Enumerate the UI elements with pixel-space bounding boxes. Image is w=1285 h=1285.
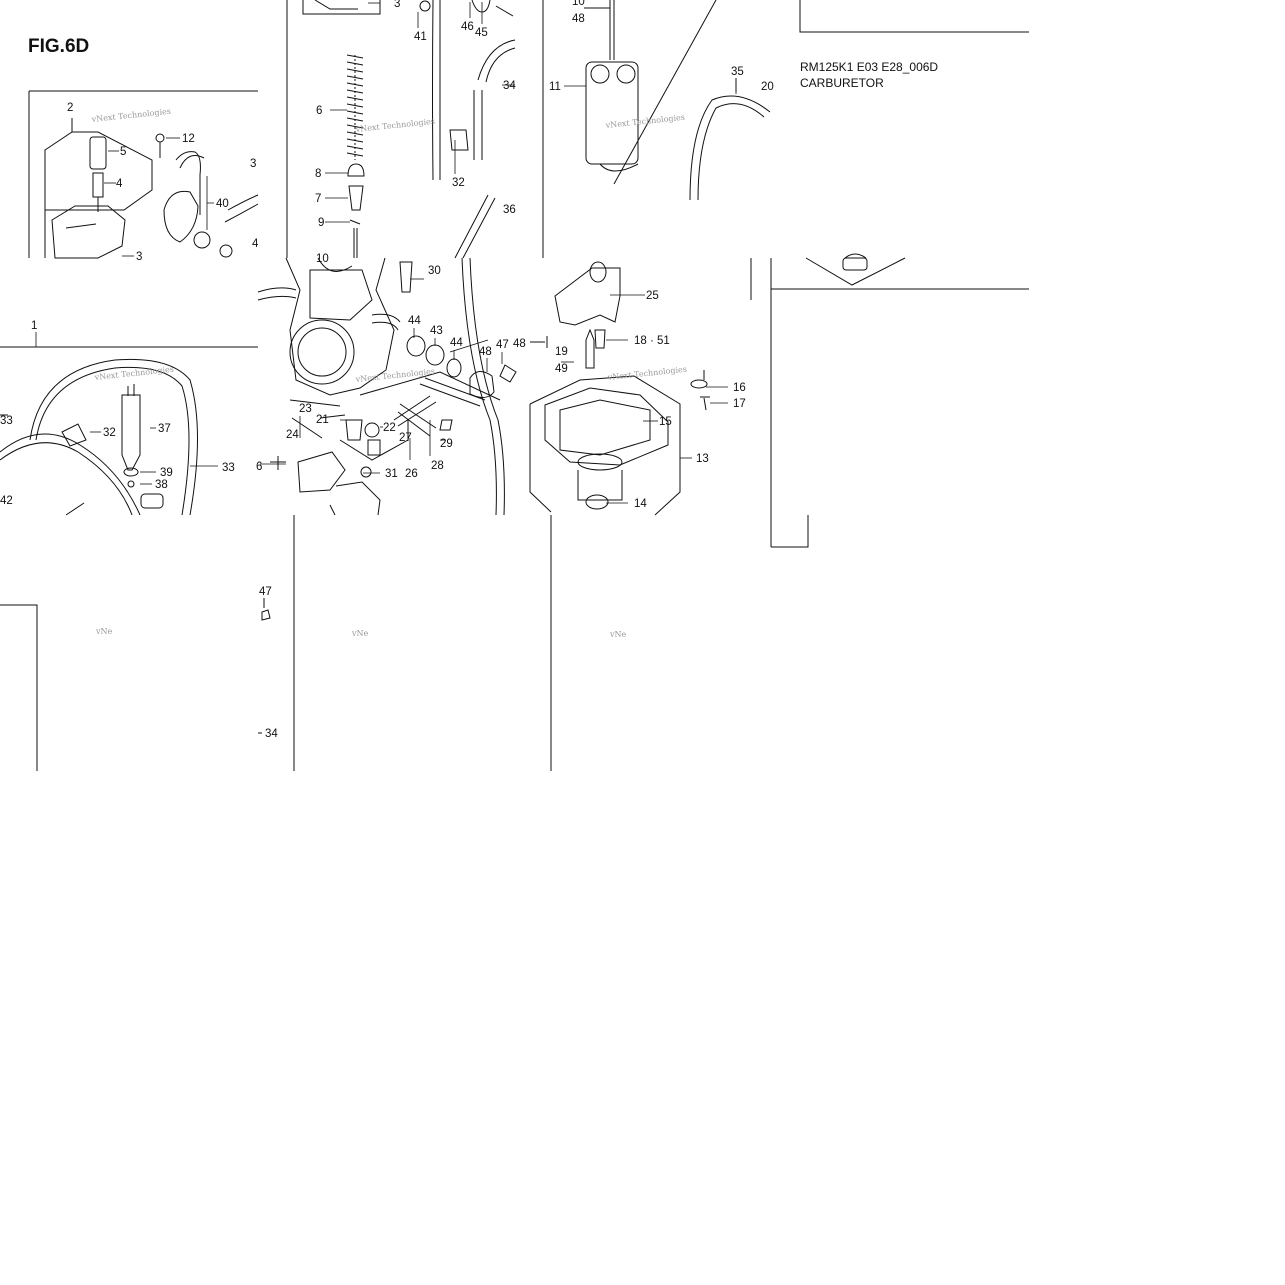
watermark-fragment: vNe bbox=[351, 629, 369, 638]
callout-9: 9 bbox=[318, 217, 324, 229]
leader-lines bbox=[35, 2, 737, 504]
watermarks: vNext Technologies vNext Technologies vN… bbox=[90, 107, 687, 639]
callout-14: 14 bbox=[634, 498, 647, 510]
callout-39: 39 bbox=[160, 467, 173, 479]
callout-41: 41 bbox=[414, 31, 427, 43]
callout-32: 32 bbox=[103, 427, 116, 439]
callout-33: 33 bbox=[222, 462, 235, 474]
callout-46: 46 bbox=[461, 21, 474, 33]
callout-27: 27 bbox=[399, 432, 412, 444]
callout-31: 31 bbox=[385, 468, 398, 480]
callout-2: 2 bbox=[67, 102, 73, 114]
callout-1: 1 bbox=[31, 320, 37, 332]
watermark: vNext Technologies bbox=[90, 107, 171, 124]
callout-34: 34 bbox=[265, 728, 278, 740]
watermark: vNext Technologies bbox=[354, 367, 435, 384]
callout-8: 8 bbox=[315, 168, 321, 180]
callout-6-left: 6 bbox=[256, 461, 262, 473]
callout-47: 47 bbox=[259, 586, 272, 598]
callout-29: 29 bbox=[440, 438, 453, 450]
callout-4: 4 bbox=[116, 178, 123, 190]
callout-48: 47 bbox=[496, 339, 509, 351]
callout-30: 30 bbox=[428, 265, 441, 277]
callout-20: 20 bbox=[761, 81, 774, 93]
callout-10: 10 bbox=[572, 0, 585, 8]
callout-52: 49 bbox=[555, 363, 568, 375]
callout-11: 11 bbox=[549, 81, 561, 93]
callout-21: 21 bbox=[316, 414, 329, 426]
figure-label: FIG.6D bbox=[28, 36, 90, 57]
diagram-caption: RM125K1 E03 E28_006D CARBURETOR bbox=[800, 59, 938, 91]
callout-5: 5 bbox=[120, 146, 126, 158]
callout-10-mid: 10 bbox=[316, 253, 329, 265]
callout-34-top: 34 bbox=[503, 80, 516, 92]
watermark: vNext Technologies bbox=[354, 117, 435, 134]
frame-lines bbox=[0, 0, 1029, 771]
section-title: CARBURETOR bbox=[800, 76, 884, 90]
callout-43: 43 bbox=[430, 325, 443, 337]
callout-44-a: 44 bbox=[408, 315, 421, 327]
callout-42: 42 bbox=[0, 495, 13, 507]
callout-23: 23 bbox=[299, 403, 312, 415]
callout-44-b: 44 bbox=[450, 337, 463, 349]
middle-left-parts bbox=[0, 358, 198, 516]
callout-28: 28 bbox=[431, 460, 444, 472]
upper-middle-parts bbox=[302, 0, 516, 259]
callout-4-right: 4 bbox=[252, 238, 259, 250]
callout-6: 6 bbox=[316, 105, 322, 117]
lower-fragments bbox=[258, 598, 271, 734]
callout-37: 37 bbox=[158, 423, 171, 435]
model-code: RM125K1 E03 E28_006D bbox=[800, 60, 939, 74]
float-bowl-parts bbox=[529, 261, 710, 516]
callout-50-mid: 48 bbox=[513, 338, 526, 350]
callout-3-top: 3 bbox=[394, 0, 400, 10]
callout-32-top: 32 bbox=[452, 177, 465, 189]
watermark-fragment: vNe bbox=[95, 627, 113, 636]
callout-3-right: 3 bbox=[250, 158, 256, 170]
callout-50: 48 bbox=[572, 13, 585, 25]
callout-22: 22 bbox=[383, 422, 396, 434]
callout-15: 15 bbox=[659, 416, 672, 428]
callout-13: 13 bbox=[696, 453, 709, 465]
callout-49: 48 bbox=[479, 346, 492, 358]
callout-25: 25 bbox=[646, 290, 659, 302]
callout-35: 35 bbox=[731, 66, 744, 78]
callout-18-51: 18 · 51 bbox=[634, 335, 670, 347]
watermark-fragment: vNe bbox=[609, 630, 627, 639]
callout-12: 12 bbox=[182, 133, 195, 145]
carburetor-body bbox=[257, 257, 548, 516]
watermark: vNext Technologies bbox=[606, 365, 687, 382]
callout-16: 16 bbox=[733, 382, 746, 394]
callout-17: 17 bbox=[733, 398, 746, 410]
callout-38: 38 bbox=[155, 479, 168, 491]
callout-45: 45 bbox=[475, 27, 488, 39]
callout-36: 36 bbox=[503, 204, 516, 216]
callout-19: 19 bbox=[555, 346, 568, 358]
callout-26: 26 bbox=[405, 468, 418, 480]
callout-3-left: 3 bbox=[136, 251, 142, 263]
callout-40: 40 bbox=[216, 198, 229, 210]
callout-24: 24 bbox=[286, 429, 299, 441]
callout-7: 7 bbox=[315, 193, 321, 205]
part-callouts: 3 41 46 45 34 6 32 8 7 9 36 10 10 48 11 … bbox=[0, 0, 774, 740]
callout-33-left: 33 bbox=[0, 415, 13, 427]
upper-left-parts bbox=[44, 118, 259, 259]
upper-right-parts bbox=[584, 0, 868, 271]
